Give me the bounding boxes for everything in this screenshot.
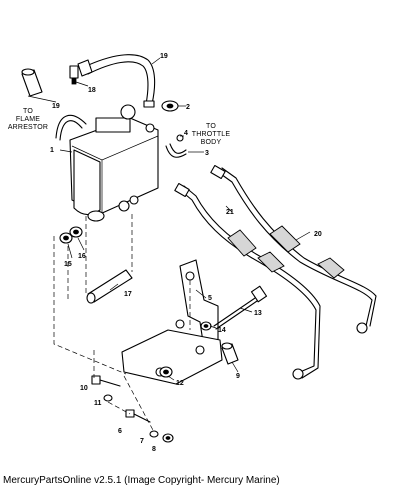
canister-drain — [87, 210, 105, 222]
filter-canister — [73, 149, 101, 216]
callout-16: 16 — [78, 253, 86, 260]
fuel-line-20 — [210, 164, 377, 334]
note-throttle-line3: BODY — [201, 139, 222, 146]
callout-10: 10 — [80, 385, 88, 392]
callout-13: 13 — [254, 310, 262, 317]
grommet-12 — [159, 366, 173, 378]
callout-7: 7 — [140, 438, 144, 445]
spacer-9 — [221, 342, 239, 365]
throttle-hose — [165, 134, 187, 158]
callout-20: 20 — [314, 231, 322, 238]
callout-9: 9 — [236, 373, 240, 380]
bolt-10 — [91, 375, 121, 387]
hose-fitting-18 — [69, 65, 79, 85]
nut-8 — [162, 433, 174, 443]
callout-labels: 1 2 3 4 5 6 7 8 9 10 11 12 13 14 15 16 1… — [50, 53, 322, 453]
callout-11: 11 — [94, 400, 102, 407]
callout-4: 4 — [184, 130, 188, 137]
callout-6: 6 — [118, 428, 122, 435]
parts-diagram: 1 2 3 4 5 6 7 8 9 10 11 12 13 14 15 16 1… — [8, 53, 377, 453]
mounting-bracket — [121, 259, 223, 385]
callout-8: 8 — [152, 446, 156, 453]
callout-21: 21 — [226, 209, 234, 216]
callout-2: 2 — [186, 104, 190, 111]
hose-clamp — [77, 59, 93, 77]
callout-3: 3 — [205, 150, 209, 157]
bolt-13 — [213, 285, 268, 330]
callout-1: 1 — [50, 147, 54, 154]
note-throttle-body: TO THROTTLE BODY — [192, 123, 231, 146]
grommet-15 — [59, 232, 73, 244]
callout-17: 17 — [124, 291, 132, 298]
note-flame-arrestor: TO FLAME ARRESTOR — [8, 108, 48, 131]
fuel-line-21 — [174, 182, 321, 380]
alignment-lines — [53, 214, 191, 433]
callout-15: 15 — [64, 261, 72, 268]
fuel-line-fitting — [292, 368, 304, 380]
note-throttle-line1: TO — [206, 123, 216, 130]
washer-7 — [149, 430, 159, 438]
vent-hose — [77, 54, 156, 108]
bracket-base — [121, 329, 223, 385]
flame-arrestor-hose — [21, 68, 43, 97]
callout-19-top: 19 — [160, 53, 168, 60]
note-flame-line1: TO — [23, 108, 33, 115]
note-throttle-line2: THROTTLE — [192, 131, 231, 138]
bolt-6 — [125, 409, 151, 423]
washer-11 — [103, 394, 113, 402]
leader-lines — [27, 57, 311, 381]
copyright-footer: MercuryPartsOnline v2.5.1 (Image Copyrig… — [3, 475, 280, 486]
fuel-filter-assembly — [55, 104, 159, 222]
hose-end — [143, 100, 155, 108]
callout-19-left: 19 — [52, 103, 60, 110]
callout-12: 12 — [176, 380, 184, 387]
fuel-line-fitting — [356, 322, 368, 334]
callout-18: 18 — [88, 87, 96, 94]
callout-5: 5 — [208, 295, 212, 302]
note-flame-line3: ARRESTOR — [8, 124, 48, 131]
grommet-16 — [69, 226, 83, 238]
spacer-17 — [86, 269, 133, 304]
washer-14 — [200, 321, 212, 331]
grommet-2 — [161, 100, 186, 112]
callout-14: 14 — [218, 327, 226, 334]
note-flame-line2: FLAME — [16, 116, 40, 123]
